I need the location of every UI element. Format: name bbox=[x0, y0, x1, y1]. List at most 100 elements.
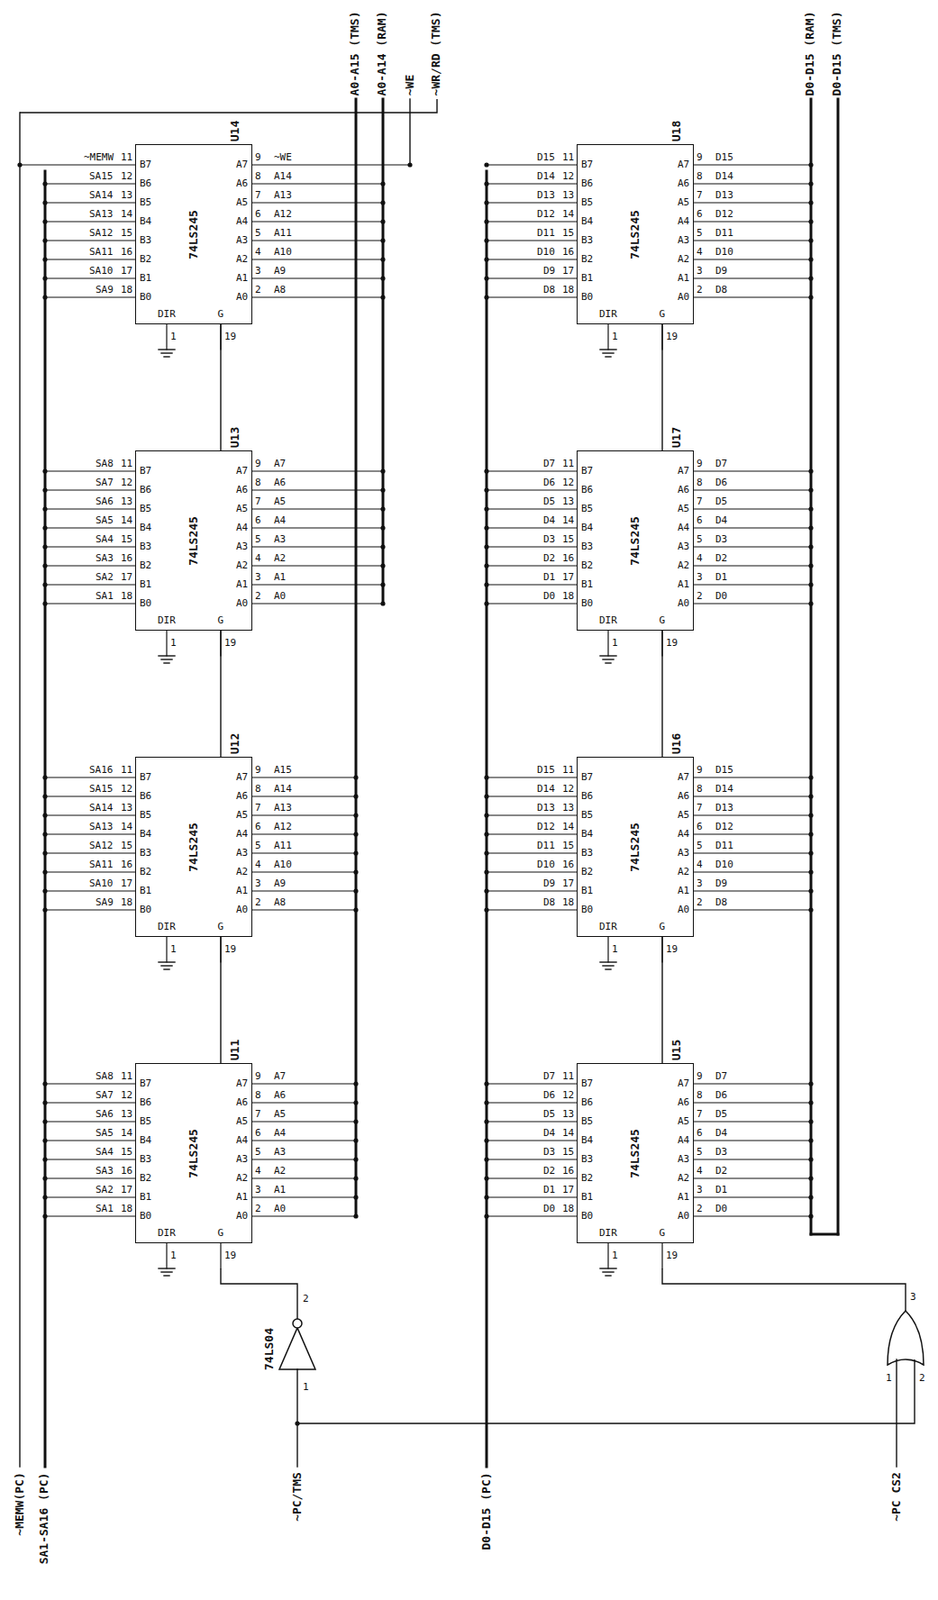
pin-number: 18 bbox=[562, 1203, 574, 1216]
pin-wire bbox=[19, 163, 136, 165]
pin-wire bbox=[693, 489, 811, 491]
junction-dot bbox=[483, 869, 489, 875]
pin-wire bbox=[693, 182, 811, 184]
pin-number: 7 bbox=[696, 496, 703, 509]
pin-number: 9 bbox=[254, 1071, 262, 1084]
pin-number: 3 bbox=[254, 1184, 262, 1197]
pin-number: 11 bbox=[562, 458, 574, 471]
pin-number: 8 bbox=[696, 1090, 703, 1102]
junction-dot bbox=[353, 812, 358, 818]
junction-dot bbox=[808, 256, 813, 262]
pin-number: 3 bbox=[254, 572, 262, 584]
pin-wire bbox=[45, 220, 136, 222]
ground-symbol bbox=[158, 348, 175, 350]
pin-number: 9 bbox=[696, 458, 703, 471]
ground-symbol bbox=[605, 968, 611, 970]
junction-dot bbox=[353, 1213, 358, 1219]
pin-number: 14 bbox=[562, 821, 574, 834]
pin-name: B1 bbox=[139, 1192, 152, 1204]
pin-wire bbox=[252, 852, 356, 854]
signal-name: A6 bbox=[273, 477, 286, 490]
junction-dot bbox=[294, 1420, 300, 1426]
pin-name: B2 bbox=[581, 560, 593, 573]
pin-name: A6 bbox=[236, 178, 248, 191]
signal-name: SA2 bbox=[95, 572, 114, 584]
junction-dot bbox=[808, 1119, 813, 1124]
junction-dot bbox=[808, 793, 813, 799]
pin-wire bbox=[693, 602, 811, 604]
bus-label: D0-D15 (PC) bbox=[480, 1472, 494, 1550]
junction-dot bbox=[808, 1081, 813, 1086]
pin-wire bbox=[165, 324, 167, 350]
pin-name: A6 bbox=[236, 1097, 248, 1110]
junction-dot bbox=[483, 601, 489, 606]
pin-number: 19 bbox=[224, 1250, 237, 1263]
pin-name: A3 bbox=[677, 1154, 690, 1166]
pin-number: 12 bbox=[562, 1090, 574, 1102]
pin-wire bbox=[693, 795, 811, 797]
signal-name: D12 bbox=[715, 821, 734, 834]
pin-number: 2 bbox=[254, 1203, 262, 1216]
junction-dot bbox=[353, 869, 358, 875]
pin-number: 2 bbox=[254, 897, 262, 910]
pin-wire bbox=[45, 833, 136, 835]
pin-name: A4 bbox=[677, 216, 690, 228]
junction-dot bbox=[808, 774, 813, 780]
pin-wire bbox=[486, 258, 577, 260]
pin-number: 15 bbox=[120, 534, 133, 547]
pin-name: B7 bbox=[581, 1078, 593, 1091]
signal-name: D13 bbox=[537, 190, 556, 202]
signal-name: SA7 bbox=[95, 1090, 114, 1102]
pin-name: A4 bbox=[677, 1135, 690, 1148]
junction-dot bbox=[483, 1081, 489, 1086]
pin-name: A6 bbox=[677, 791, 690, 803]
signal-name: D15 bbox=[715, 152, 734, 164]
pin-number: 12 bbox=[120, 171, 133, 183]
signal-name: D0 bbox=[715, 591, 728, 603]
signal-name: SA15 bbox=[89, 783, 114, 796]
pin-wire bbox=[252, 583, 383, 585]
junction-dot bbox=[353, 1175, 358, 1181]
pin-name: A6 bbox=[236, 791, 248, 803]
pin-number: 5 bbox=[696, 1147, 703, 1159]
pin-name: A4 bbox=[236, 216, 248, 228]
pin-wire bbox=[486, 182, 577, 184]
signal-name: D8 bbox=[543, 897, 556, 910]
junction-dot bbox=[808, 1175, 813, 1181]
pin-wire bbox=[45, 602, 136, 604]
junction-dot bbox=[353, 850, 358, 856]
ground-symbol bbox=[158, 961, 175, 963]
pin-wire bbox=[252, 1101, 356, 1103]
pin-wire bbox=[486, 527, 577, 529]
pin-number: 13 bbox=[120, 190, 133, 202]
signal-name: D1 bbox=[715, 1184, 728, 1197]
pin-number: 15 bbox=[562, 227, 574, 240]
pin-wire bbox=[693, 814, 811, 816]
pin-wire bbox=[252, 258, 383, 260]
pin-name: A1 bbox=[236, 885, 248, 898]
junction-dot bbox=[42, 1100, 47, 1105]
pin-wire bbox=[252, 1139, 356, 1141]
junction-dot bbox=[353, 1194, 358, 1200]
junction-dot bbox=[483, 1119, 489, 1124]
chip-ref: U12 bbox=[228, 733, 243, 755]
pin-name: B5 bbox=[581, 810, 593, 822]
junction-dot bbox=[808, 812, 813, 818]
signal-name: A0 bbox=[273, 1203, 286, 1216]
pin-number: 9 bbox=[254, 458, 262, 471]
pin-name: B7 bbox=[581, 159, 593, 172]
pin-number: 16 bbox=[120, 1165, 133, 1178]
junction-dot bbox=[380, 181, 385, 186]
junction-dot bbox=[380, 256, 385, 262]
pin-name: B3 bbox=[139, 1154, 152, 1166]
junction-dot bbox=[380, 275, 385, 281]
bus-label: A0-A14 (RAM) bbox=[375, 10, 390, 96]
pin-wire bbox=[693, 1139, 811, 1141]
pin-name: A1 bbox=[677, 273, 690, 285]
pin-number: 1 bbox=[611, 637, 619, 650]
pin-name: A1 bbox=[236, 1192, 248, 1204]
pin-number: 16 bbox=[120, 859, 133, 872]
junction-dot bbox=[42, 506, 47, 511]
signal-name: D2 bbox=[715, 553, 728, 565]
